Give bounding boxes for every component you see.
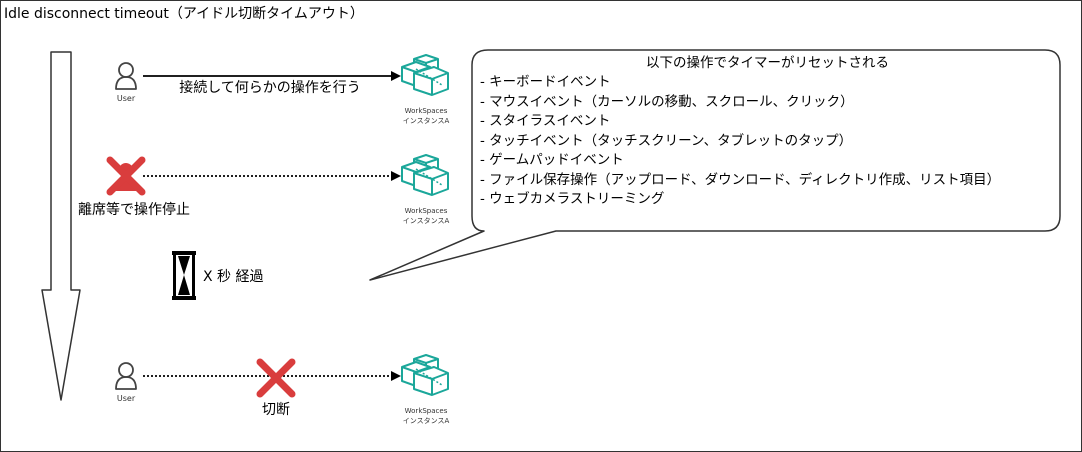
- disconnect-cross-icon: [260, 362, 292, 394]
- workspaces-icon: [401, 354, 449, 396]
- arrow-head: [391, 171, 401, 181]
- workspaces-icon: [401, 154, 449, 196]
- diagram-title: Idle disconnect timeout（アイドル切断タイムアウト）: [4, 6, 364, 22]
- workspaces-instance: インスタンスA: [403, 216, 450, 225]
- arrow-head: [391, 371, 401, 381]
- list-item: - ウェブカメラストリーミング: [480, 191, 665, 207]
- user-icon: [115, 362, 137, 390]
- hourglass-icon: [172, 251, 196, 300]
- reset-conditions-note: 以下の操作でタイマーがリセットされる - キーボードイベント - マウスイベント…: [480, 54, 1055, 210]
- list-item: - ファイル保存操作（アップロード、ダウンロード、ディレクトリ作成、リスト項目）: [480, 171, 1001, 188]
- note-title: 以下の操作でタイマーがリセットされる: [646, 55, 889, 71]
- user-label: User: [117, 394, 136, 403]
- list-item: - スタイラスイベント: [480, 113, 611, 129]
- disconnect-label: 切断: [262, 402, 290, 418]
- arrow-head: [391, 71, 401, 81]
- workspaces-name: WorkSpaces: [405, 407, 448, 415]
- elapsed-label: X 秒 経過: [203, 269, 264, 285]
- timeline-arrow: [41, 51, 81, 401]
- idle-caption: 離席等で操作停止: [78, 201, 190, 218]
- list-item: - タッチイベント（タッチスクリーン、タブレットのタップ）: [480, 132, 853, 149]
- user-icon: [115, 62, 137, 90]
- activity-label: 接続して何らかの操作を行う: [179, 79, 361, 96]
- list-item: - キーボードイベント: [480, 74, 611, 90]
- workspaces-name: WorkSpaces: [405, 107, 448, 115]
- list-item: - ゲームパッドイベント: [480, 152, 624, 168]
- workspaces-icon: [401, 54, 449, 96]
- workspaces-instance: インスタンスA: [403, 116, 450, 125]
- workspaces-name: WorkSpaces: [405, 207, 448, 215]
- workspaces-instance: インスタンスA: [403, 416, 450, 425]
- user-label: User: [117, 94, 136, 103]
- reset-conditions-callout: [369, 49, 1061, 281]
- reset-conditions-list: - キーボードイベント - マウスイベント（カーソルの移動、スクロール、クリック…: [480, 73, 1055, 210]
- list-item: - マウスイベント（カーソルの移動、スクロール、クリック）: [480, 93, 854, 110]
